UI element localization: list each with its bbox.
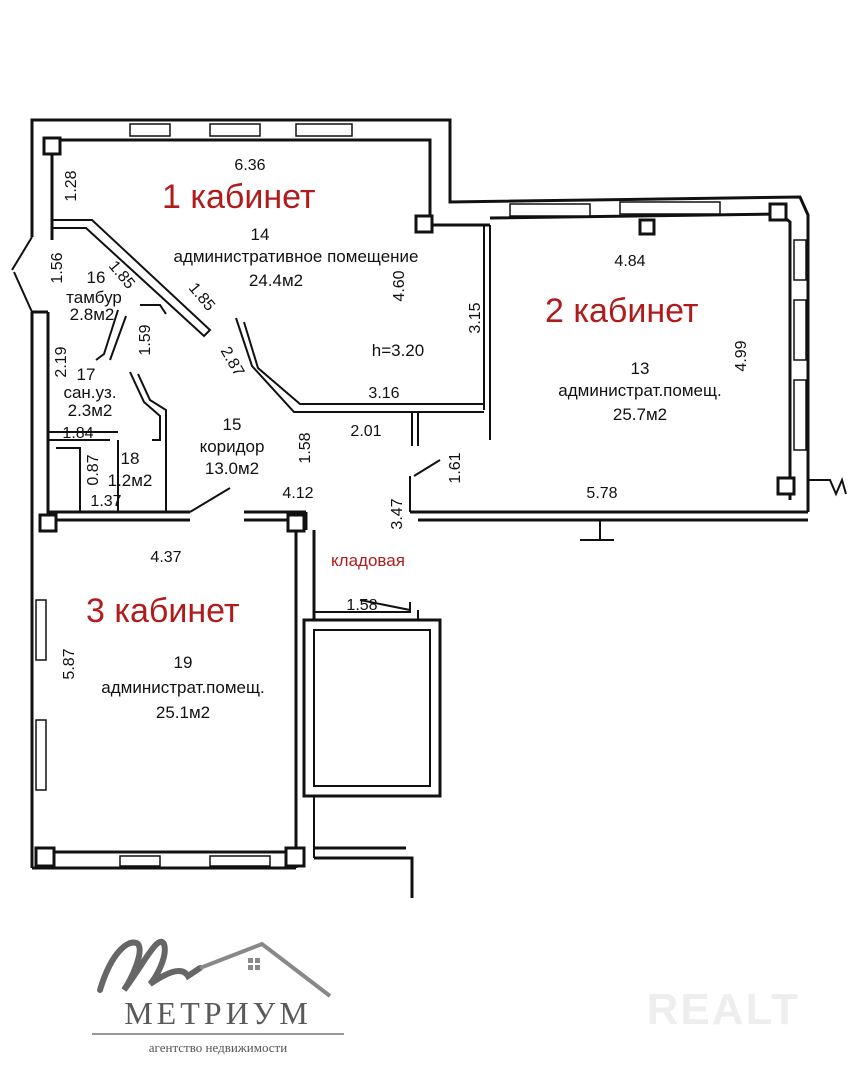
dim-label: 4.37 (150, 549, 181, 566)
room-17-area: 2.3м2 (68, 401, 113, 420)
dim-label: 2.87 (217, 344, 247, 380)
room-16-area: 2.8м2 (70, 305, 115, 324)
dim-label: 3.16 (368, 385, 399, 402)
dim-label: 1.58 (297, 432, 314, 463)
room-18-number: 18 (121, 449, 140, 468)
dim-label: 3.15 (467, 302, 484, 333)
room-16-number: 16 (87, 268, 106, 287)
logo-tagline: агентство недвижимости (149, 1040, 287, 1055)
dim-label: 4.12 (282, 485, 313, 502)
metrium-logo: МЕТРИУМ агентство недвижимости (92, 938, 344, 1055)
room-15-name: коридор (200, 437, 265, 456)
storage-label: кладовая (331, 551, 405, 570)
walls (11, 118, 847, 898)
room-19-number: 19 (174, 653, 193, 672)
room-14-number: 14 (251, 225, 270, 244)
room-19-name: администрат.помещ. (101, 678, 264, 697)
dim-label: 4.84 (614, 253, 645, 270)
room-14-name: административное помещение (174, 247, 419, 266)
dim-label: 2.01 (350, 423, 381, 440)
room-17-name: сан.уз. (63, 383, 116, 402)
room-15-number: 15 (223, 415, 242, 434)
realt-watermark: REALT (647, 985, 800, 1034)
dim-label: 1.58 (346, 597, 377, 614)
dim-label: 2.19 (53, 346, 70, 377)
room-13-area: 25.7м2 (613, 405, 667, 424)
room-13-number: 13 (631, 359, 650, 378)
dim-label: 1.84 (62, 425, 93, 442)
dim-label: 1.37 (90, 493, 121, 510)
room-13-name: администрат.помещ. (558, 381, 721, 400)
ceiling-height: h=3.20 (372, 341, 424, 360)
dim-label: 5.78 (586, 485, 617, 502)
room-19-area: 25.1м2 (156, 703, 210, 722)
cabinet-2-label: 2 кабинет (545, 292, 698, 330)
cabinet-1-label: 1 кабинет (162, 178, 315, 216)
columns (34, 136, 796, 868)
dim-label: 6.36 (234, 157, 265, 174)
dim-label: 1.28 (63, 170, 80, 201)
cabinet-3-label: 3 кабинет (86, 592, 239, 630)
dim-label: 1.56 (49, 252, 66, 283)
room-14-area: 24.4м2 (249, 271, 303, 290)
dim-label: 1.61 (447, 452, 464, 483)
dim-label: 5.87 (61, 648, 78, 679)
windows (35, 123, 807, 867)
dim-label: 4.60 (391, 270, 408, 301)
dim-label: 0.87 (85, 454, 102, 485)
logo-name: МЕТРИУМ (124, 995, 312, 1031)
dim-label: 3.47 (389, 498, 406, 529)
room-17-number: 17 (77, 365, 96, 384)
room-16-name: тамбур (66, 288, 122, 307)
room-15-area: 13.0м2 (205, 459, 259, 478)
room-18-area: 1.2м2 (108, 471, 153, 490)
dim-label: 1.85 (185, 280, 218, 315)
dim-label: 1.59 (137, 324, 154, 355)
dim-label: 4.99 (733, 340, 750, 371)
